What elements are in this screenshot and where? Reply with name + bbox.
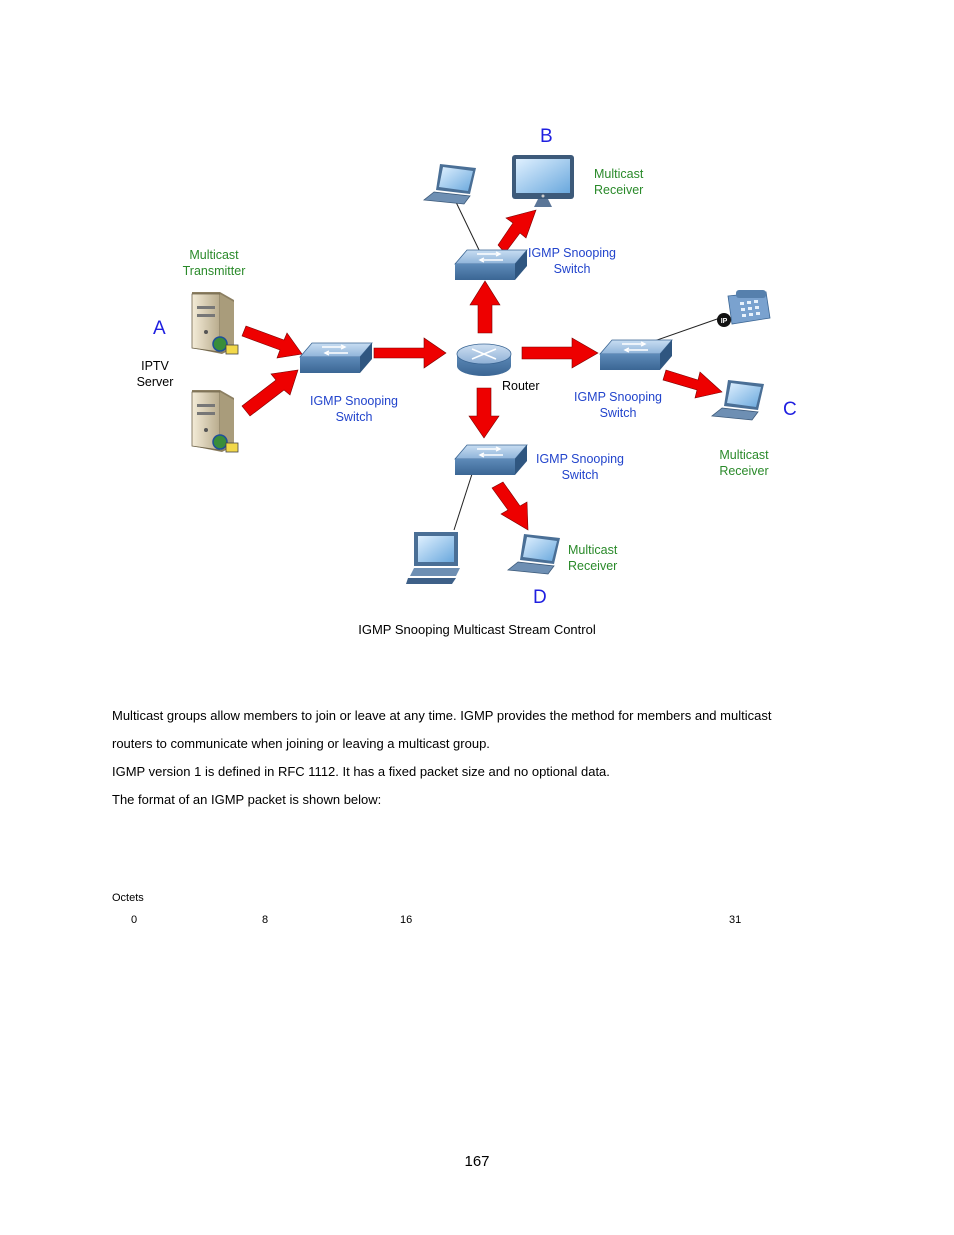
switch-left-label-line2: Switch [336,410,373,424]
arrow-server2-to-switch [241,369,299,417]
octets-label: Octets [112,892,144,904]
receiver-d-label-line1: Multicast [568,543,618,557]
receiver-b-label-line1: Multicast [594,167,644,181]
switch-top-icon [454,249,528,280]
switch-bottom-label-line2: Switch [562,468,599,482]
server-label-line1: IPTV [141,359,169,373]
receiver-d-label-line2: Receiver [568,559,617,573]
letter-d: D [533,587,547,608]
bit-position-0: 0 [131,914,138,926]
switch-left-icon [299,342,373,373]
router-label: Router [502,379,540,393]
bit-position-16: 16 [400,914,413,926]
arrow-bottom-switch-to-receiver-d [491,481,529,531]
server-label-line2: Server [137,375,174,389]
transmitter-label-line2: Transmitter [183,264,246,278]
paragraph-line: The format of an IGMP packet is shown be… [112,792,382,807]
network-diagram: IP A B C D Multicast Transmitter Multica… [137,126,797,608]
switch-right-label-line2: Switch [600,406,637,420]
desktop-monitor-icon [512,155,574,207]
letter-c: C [783,399,797,420]
switch-top-label-line2: Switch [554,262,591,276]
router-icon [456,343,512,376]
switch-right-icon [599,339,673,370]
server-icon [191,390,239,453]
letter-a: A [153,318,166,339]
paragraph-line: Multicast groups allow members to join o… [112,708,772,723]
arrow-server1-to-switch [241,325,303,359]
ip-phone-icon: IP [717,290,771,327]
paragraph-line: IGMP version 1 is defined in RFC 1112. I… [112,764,610,779]
server-icon [191,292,239,355]
bit-position-31: 31 [729,914,742,926]
multicast-flow-arrows [241,209,723,531]
page-number: 167 [464,1153,490,1170]
switch-top-label-line1: IGMP Snooping [528,246,616,260]
body-text: Multicast groups allow members to join o… [112,702,852,814]
switch-bottom-label-line1: IGMP Snooping [536,452,624,466]
arrow-router-to-bottom-switch [468,387,500,439]
paragraph-line: routers to communicate when joining or l… [112,736,490,751]
letter-b: B [540,126,553,147]
laptop-icon [506,534,560,575]
receiver-c-label-line1: Multicast [719,448,769,462]
switch-bottom-icon [454,444,528,475]
arrow-right-switch-to-receiver-c [662,369,723,399]
laptop-icon [422,164,476,205]
bit-position-8: 8 [262,914,269,926]
laptop-icon [710,380,764,421]
receiver-b-label-line2: Receiver [594,183,643,197]
desktop-pc-icon [406,532,460,584]
switch-left-label-line1: IGMP Snooping [310,394,398,408]
arrow-router-to-top-switch [469,280,501,334]
arrow-router-to-right-switch [521,337,599,369]
arrow-switch-to-router [373,337,447,369]
figure-caption: IGMP Snooping Multicast Stream Control [358,622,596,637]
switch-right-label-line1: IGMP Snooping [574,390,662,404]
transmitter-label-line1: Multicast [189,248,239,262]
svg-text:IP: IP [721,318,728,325]
receiver-c-label-line2: Receiver [719,464,768,478]
